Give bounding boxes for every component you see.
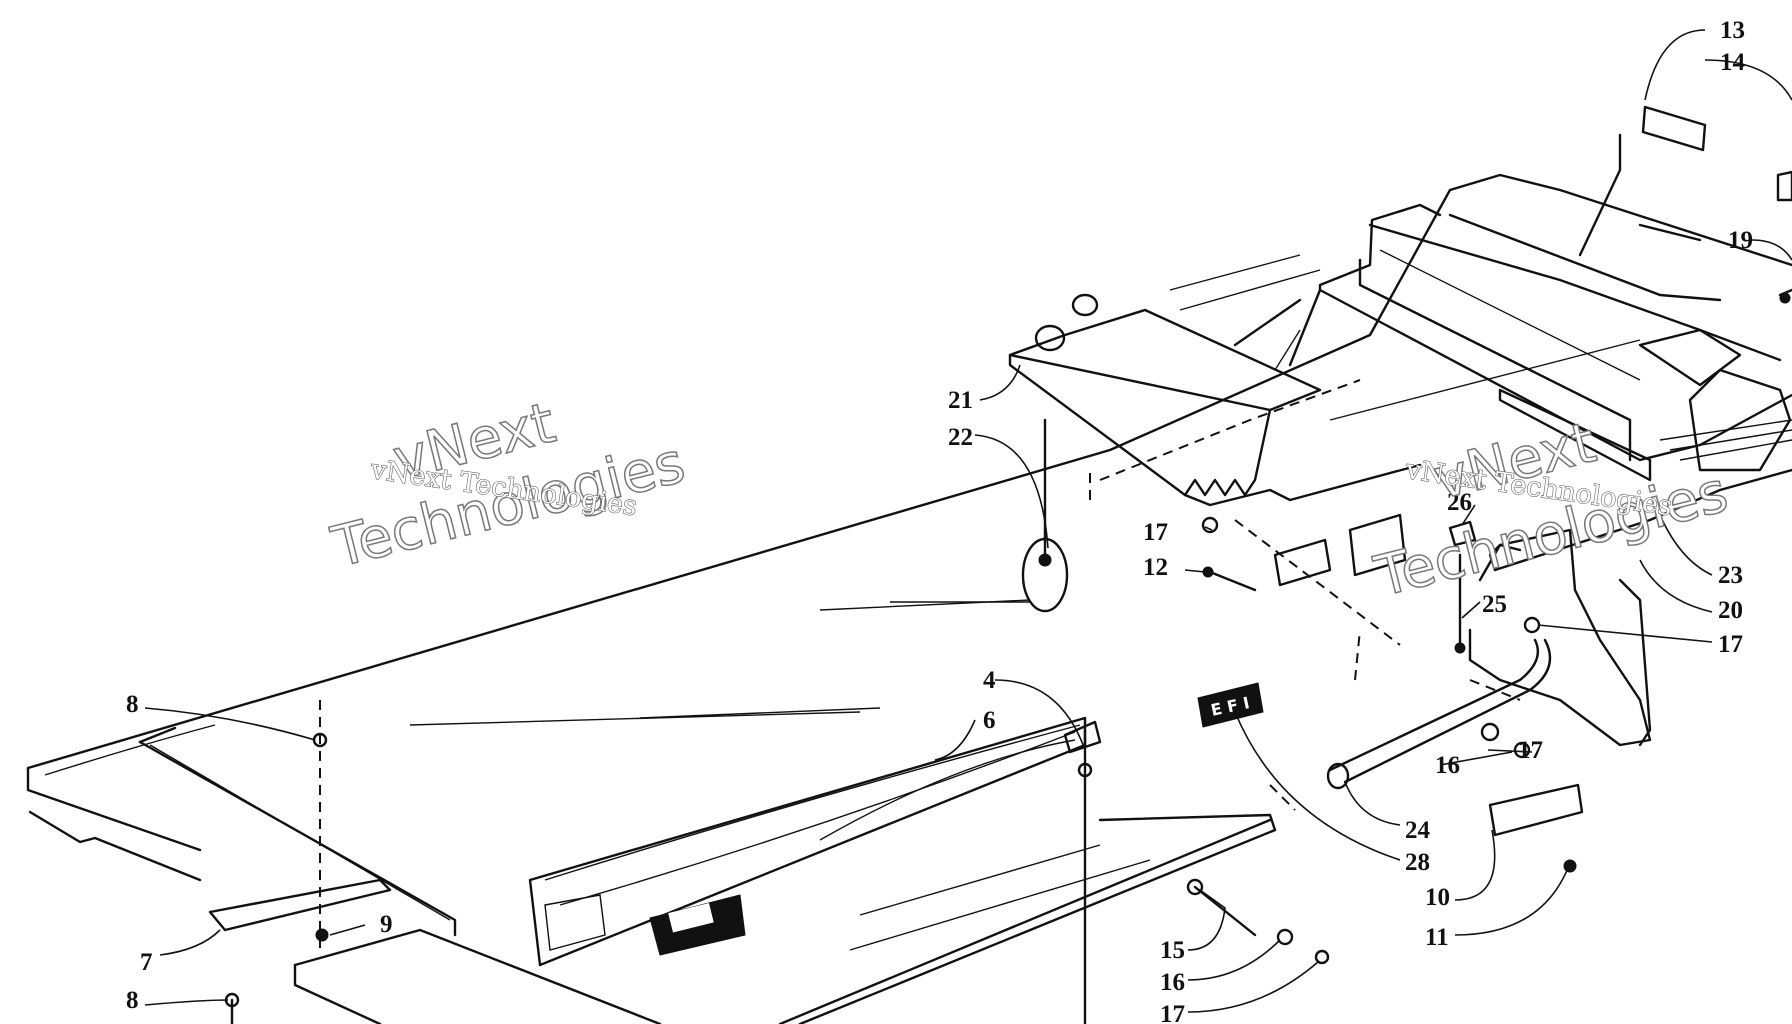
part-label-9: 9: [380, 911, 393, 938]
part-label-16-bottom: 16: [1160, 969, 1185, 996]
hood-panel: [26, 173, 1792, 951]
part-label-15: 15: [1160, 937, 1185, 964]
assembly-lines: [1089, 379, 1521, 811]
part-label-17-mid: 17: [1143, 519, 1168, 546]
part-label-24: 24: [1405, 817, 1431, 844]
part-label-17-bottom: 17: [1160, 1001, 1185, 1024]
part-labels: 4 6 7 8 8 9 10 11 12 13 14 15 16 16 17 1…: [126, 17, 1753, 1024]
part-label-23: 23: [1718, 562, 1743, 589]
part-label-20: 20: [1718, 597, 1743, 624]
part-label-4: 4: [983, 667, 996, 694]
part-label-11: 11: [1425, 924, 1449, 951]
part-label-21: 21: [948, 387, 973, 414]
part-label-16-right: 16: [1435, 752, 1460, 779]
part-label-6: 6: [983, 707, 996, 734]
part-label-12: 12: [1143, 554, 1168, 581]
part-label-19: 19: [1728, 227, 1753, 254]
hardware: [224, 105, 1792, 1024]
steel-bar: [1098, 638, 1552, 832]
part-label-17-right: 17: [1718, 631, 1743, 658]
part-label-8-top: 8: [126, 691, 139, 718]
side-decal: [528, 716, 1087, 967]
long-rod: [778, 818, 1277, 1024]
part-label-28: 28: [1405, 849, 1430, 876]
part-label-7: 7: [140, 949, 153, 976]
part-label-25: 25: [1482, 591, 1507, 618]
part-label-14: 14: [1720, 49, 1746, 76]
leader-lines: [144, 29, 1792, 1013]
running-board: [28, 726, 662, 1024]
part-label-10: 10: [1425, 884, 1450, 911]
mounting-bracket: [1273, 513, 1652, 747]
part-label-13: 13: [1720, 17, 1745, 44]
heat-exchanger: [1008, 203, 1792, 572]
part-label-8-bottom: 8: [126, 987, 139, 1014]
part-label-17-lower: 17: [1518, 737, 1543, 764]
part-label-26: 26: [1447, 489, 1472, 516]
part-label-22: 22: [948, 424, 973, 451]
efi-badge: E F I: [1197, 682, 1264, 728]
